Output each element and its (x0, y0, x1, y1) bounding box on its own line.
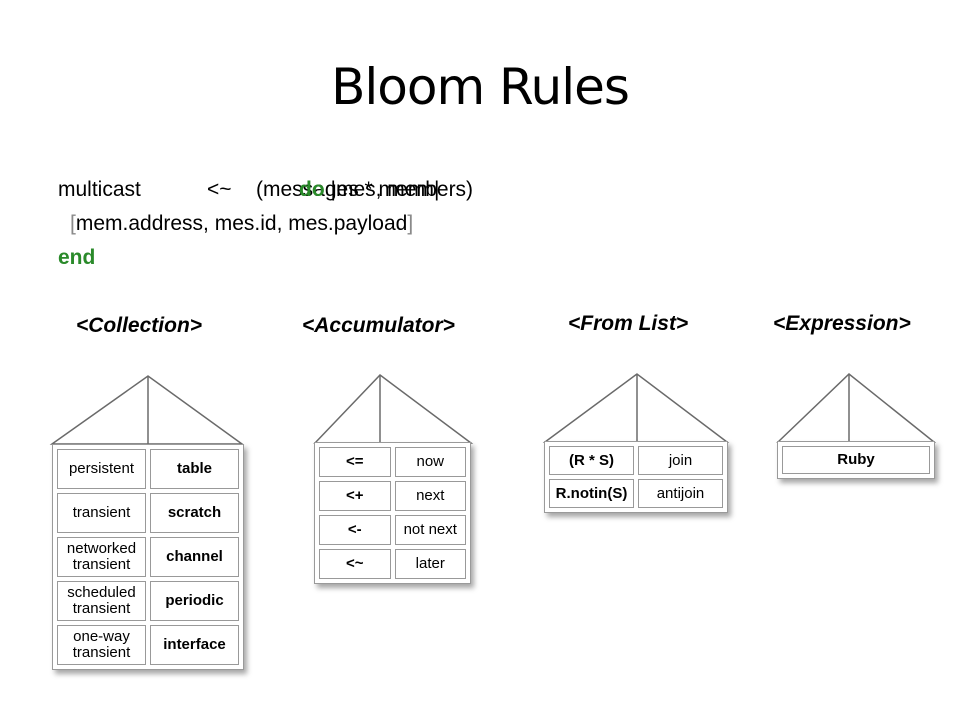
expression-roof (776, 373, 937, 443)
collection-right-cell: interface (150, 625, 239, 665)
accumulator-table: <=now<+next<-not next<~later (314, 442, 471, 584)
accumulator-right-cell: not next (394, 515, 466, 545)
collection-header: <Collection> (76, 314, 203, 337)
code-block-args: |mes, mem| (330, 178, 440, 201)
collection-left-cell: persistent (57, 449, 146, 489)
code-projection: [mem.address, mes.id, mes.payload] (70, 212, 413, 236)
accumulator-row: <-not next (319, 515, 466, 545)
accumulator-roof (313, 374, 474, 444)
collection-left-cell: networked transient (57, 537, 146, 577)
collection-left-cell: transient (57, 493, 146, 533)
accumulator-left-cell: <+ (319, 481, 391, 511)
accumulator-row: <~later (319, 549, 466, 579)
accumulator-left-cell: <= (319, 447, 391, 477)
from-list-row: R.notin(S)antijoin (549, 479, 723, 508)
collection-right-cell: table (150, 449, 239, 489)
code-payload: mem.address, mes.id, mes.payload (75, 212, 408, 235)
code-end-keyword: end (58, 246, 96, 269)
from-list-right-cell: join (638, 446, 723, 475)
from-list-roof (542, 373, 730, 443)
slide-title: Bloom Rules (331, 58, 630, 116)
accumulator-left-cell: <- (319, 515, 391, 545)
code-do-keyword: do (299, 178, 325, 201)
collection-right-cell: channel (150, 537, 239, 577)
expression-table: Ruby (777, 441, 935, 479)
accumulator-right-cell: next (394, 481, 466, 511)
collection-right-cell: scratch (150, 493, 239, 533)
code-do-block: do |mes, mem| (299, 178, 439, 202)
from-list-left-cell: (R * S) (549, 446, 634, 475)
collection-right-cell: periodic (150, 581, 239, 621)
expression-header: <Expression> (773, 312, 911, 335)
collection-left-cell: one-way transient (57, 625, 146, 665)
code-operator: <~ (207, 178, 232, 201)
accumulator-left-cell: <~ (319, 549, 391, 579)
from-list-left-cell: R.notin(S) (549, 479, 634, 508)
from-list-right-cell: antijoin (638, 479, 723, 508)
accumulator-row: <+next (319, 481, 466, 511)
code-collection: multicast (58, 178, 141, 201)
collection-left-cell: scheduled transient (57, 581, 146, 621)
collection-roof (49, 375, 245, 445)
accumulator-header: <Accumulator> (302, 314, 455, 337)
accumulator-right-cell: now (394, 447, 466, 477)
code-expression: (messages * members) (256, 178, 474, 201)
accumulator-right-cell: later (394, 549, 466, 579)
code-bracket-open: [ (70, 212, 76, 235)
expression-cell: Ruby (782, 446, 930, 474)
from-list-header: <From List> (568, 312, 689, 335)
expression-row: Ruby (782, 446, 930, 474)
accumulator-row: <=now (319, 447, 466, 477)
from-list-row: (R * S)join (549, 446, 723, 475)
code-bracket-close: ] (407, 212, 414, 235)
